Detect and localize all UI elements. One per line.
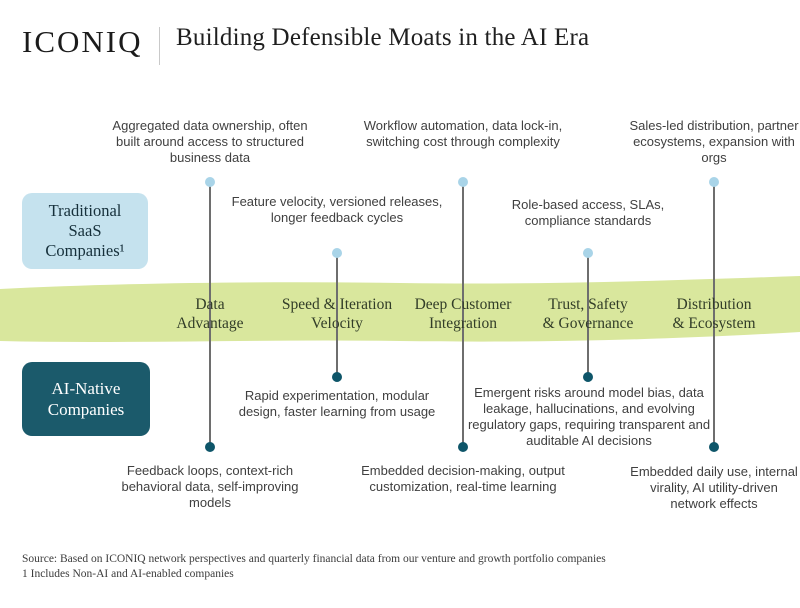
category-line: Trust, Safety <box>548 296 628 313</box>
category-line: & Ecosystem <box>672 315 756 332</box>
traditional-note-speed-velocity: Feature velocity, versioned releases, lo… <box>231 194 443 225</box>
traditional-saas-label: Traditional SaaS Companies¹ <box>45 201 125 260</box>
ai-native-dot-4 <box>583 372 593 382</box>
category-line: Speed & Iteration <box>281 296 393 313</box>
category-line: Advantage <box>176 315 244 332</box>
traditional-note-data-advantage: Aggregated data ownership, often built a… <box>112 118 308 165</box>
ai-native-box: AI-Native Companies <box>22 362 150 436</box>
traditional-note-distribution: Sales-led distribution, partner ecosyste… <box>629 118 799 165</box>
category-line: Deep Customer <box>414 296 512 313</box>
category-distribution: Distribution & Ecosystem <box>644 295 784 333</box>
category-line: Integration <box>428 315 497 332</box>
category-line: & Governance <box>542 315 634 332</box>
iconiq-logo: ICONIQ <box>22 24 143 59</box>
connector-line-speed-velocity <box>336 257 338 373</box>
category-data-advantage: Data Advantage <box>160 295 260 333</box>
ai-native-dot-1 <box>205 442 215 452</box>
ai-native-note-data-advantage: Feedback loops, context-rich behavioral … <box>121 463 299 510</box>
category-customer-integration: Deep Customer Integration <box>393 295 533 333</box>
green-band-shape <box>0 276 800 342</box>
category-line: Velocity <box>311 315 363 332</box>
source-note: Source: Based on ICONIQ network perspect… <box>22 553 606 565</box>
ai-native-dot-5 <box>709 442 719 452</box>
ai-native-note-speed-velocity: Rapid experimentation, modular design, f… <box>238 388 436 419</box>
traditional-saas-box: Traditional SaaS Companies¹ <box>22 193 148 269</box>
connector-line-trust-governance <box>587 257 589 373</box>
traditional-dot-3 <box>458 177 468 187</box>
connector-line-distribution <box>713 186 715 443</box>
traditional-dot-1 <box>205 177 215 187</box>
traditional-dot-4 <box>583 248 593 258</box>
ai-native-note-customer-integration: Embedded decision-making, output customi… <box>361 463 565 494</box>
footnote: 1 Includes Non-AI and AI-enabled compani… <box>22 567 234 580</box>
ai-native-dot-2 <box>332 372 342 382</box>
green-band <box>0 276 800 342</box>
category-trust-governance: Trust, Safety & Governance <box>518 295 658 333</box>
category-line: Data <box>195 296 225 313</box>
ai-native-note-distribution: Embedded daily use, internal virality, A… <box>630 464 798 511</box>
connector-line-data-advantage <box>209 186 211 443</box>
footer: Source: Based on ICONIQ network perspect… <box>22 552 606 581</box>
traditional-note-customer-integration: Workflow automation, data lock-in, switc… <box>363 118 563 149</box>
ai-native-dot-3 <box>458 442 468 452</box>
page-title: Building Defensible Moats in the AI Era <box>176 24 590 51</box>
category-speed-velocity: Speed & Iteration Velocity <box>267 295 407 333</box>
header-divider <box>159 27 160 65</box>
traditional-note-trust-governance: Role-based access, SLAs, compliance stan… <box>511 197 665 228</box>
traditional-dot-5 <box>709 177 719 187</box>
ai-native-label: AI-Native Companies <box>47 379 125 419</box>
ai-native-note-trust-governance: Emergent risks around model bias, data l… <box>467 385 711 448</box>
category-line: Distribution <box>676 296 752 313</box>
connector-line-customer-integration <box>462 186 464 443</box>
traditional-dot-2 <box>332 248 342 258</box>
